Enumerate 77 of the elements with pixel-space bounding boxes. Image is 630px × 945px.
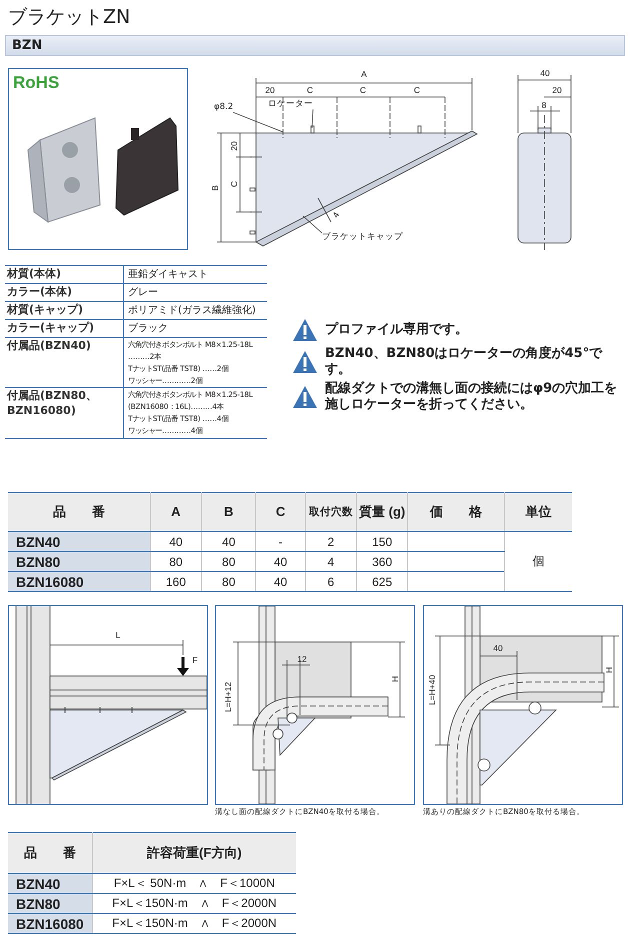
- product-code: BZN40: [8, 532, 150, 552]
- load-limit: F×L＜ 50N·m ∧ F＜1000N: [92, 874, 296, 894]
- spec-name: 付属品(BZN80、BZN16080): [6, 388, 98, 419]
- dimension-label: 12: [297, 654, 307, 664]
- page-title: ブラケットZN: [8, 5, 130, 30]
- spec-value: グレー: [123, 284, 267, 301]
- spec-name: カラー(本体): [6, 284, 74, 300]
- callout-label: φ8.2: [214, 103, 234, 112]
- column-header: 単位: [504, 492, 572, 532]
- leader-line: [302, 216, 322, 234]
- table-value: 150: [356, 532, 408, 552]
- column-header: 取付穴数: [305, 492, 356, 532]
- dimension-label: 40: [540, 68, 550, 78]
- table-value: 40: [256, 572, 306, 592]
- table-value: 40: [150, 532, 202, 552]
- dimension-label: 8: [542, 100, 546, 110]
- dimension-label: C: [230, 180, 238, 188]
- spec-name: カラー(キャップ): [6, 320, 96, 336]
- column-header: 許容荷重(F方向): [92, 832, 296, 874]
- table-value: 40: [256, 552, 306, 572]
- dimension-label: H: [390, 676, 400, 682]
- dimension-label: B: [210, 185, 220, 191]
- table-value: 40: [202, 532, 256, 552]
- table-value: 360: [356, 552, 408, 572]
- table-value: 2: [305, 532, 356, 552]
- leader-line: [312, 109, 314, 128]
- load-limit: F×L＜150N·m ∧ F＜2000N: [92, 914, 296, 934]
- dimension-label: C: [306, 86, 314, 94]
- callout-label: ブラケットキャップ: [322, 233, 403, 242]
- callout-label: ロケーター: [268, 100, 313, 110]
- column-header: C: [256, 492, 306, 532]
- dimension-label: 20: [230, 141, 238, 151]
- dimension-label: L=H+12: [224, 682, 232, 712]
- product-code: BZN80: [8, 894, 92, 914]
- dimension-label: F: [192, 656, 198, 664]
- section-header: BZN: [5, 35, 625, 56]
- table-value: 80: [202, 552, 256, 572]
- table-value: 80: [150, 552, 202, 572]
- dimension-label: C: [360, 86, 366, 94]
- column-header: A: [150, 492, 202, 532]
- table-value: 160: [150, 572, 202, 592]
- spec-name: 付属品(BZN40): [6, 338, 92, 354]
- warning-note: プロファイル専用です。: [325, 322, 468, 338]
- table-value: 4: [305, 552, 356, 572]
- dimension-label: 40: [493, 644, 503, 652]
- spec-name: 材質(キャップ): [6, 302, 84, 318]
- spec-value: ポリアミド(ガラス繊維強化): [123, 302, 267, 319]
- dimension-label: A: [361, 70, 367, 78]
- product-code: BZN80: [8, 552, 150, 572]
- table-value: 80: [202, 572, 256, 592]
- product-code: BZN16080: [8, 572, 150, 592]
- column-header: 品 番: [8, 492, 150, 532]
- dimension-label: L=H+40: [428, 674, 436, 706]
- leader-line: [232, 112, 284, 132]
- column-header: 品 番: [8, 832, 92, 874]
- load-limit: F×L＜150N·m ∧ F＜2000N: [92, 894, 296, 914]
- compliance-mark: RoHS: [13, 73, 60, 93]
- dimension-label: L: [116, 630, 120, 640]
- warning-note: 配線ダクトでの溝無し面の接続にはφ9の穴加工を施しロケーターを折ってください。: [325, 381, 618, 412]
- spec-value: 亜鉛ダイキャスト: [123, 266, 267, 283]
- column-header: B: [202, 492, 256, 532]
- spec-value: ブラック: [123, 320, 267, 337]
- table-value: 625: [356, 572, 408, 592]
- dimension-label: 4: [331, 210, 341, 220]
- product-code: BZN40: [8, 874, 92, 894]
- dimension-label: H: [604, 666, 614, 674]
- product-code: BZN16080: [8, 914, 92, 934]
- table-value: 個: [504, 532, 572, 592]
- table-value: 6: [305, 572, 356, 592]
- table-value: -: [256, 532, 306, 552]
- warning-note: BZN40、BZN80はロケーターの角度が45°です。: [325, 346, 604, 378]
- dimension-label: C: [414, 86, 420, 94]
- dimension-label: 20: [552, 86, 562, 94]
- column-header: 価 格: [408, 492, 505, 532]
- column-header: 質量 (g): [356, 492, 408, 532]
- dimension-label: 20: [265, 86, 275, 94]
- spec-name: 材質(本体): [6, 266, 62, 282]
